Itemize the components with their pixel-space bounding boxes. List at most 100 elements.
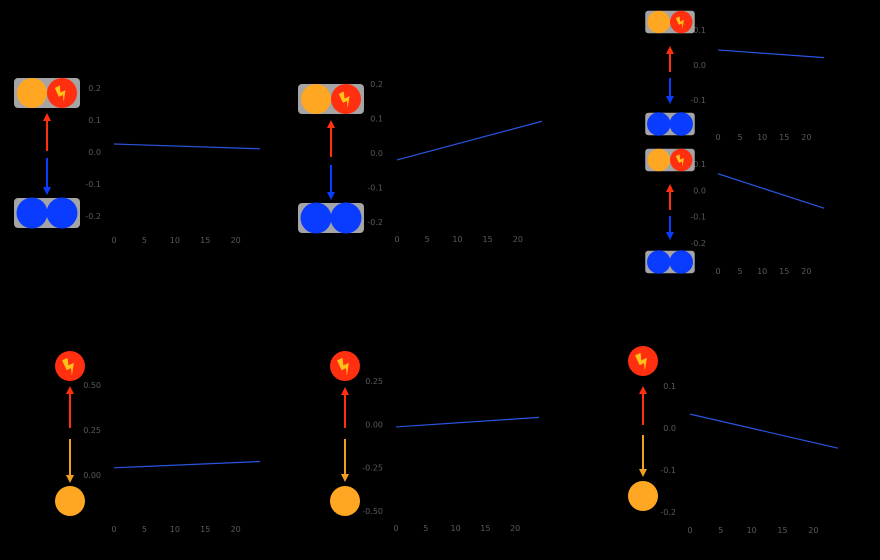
x-tick-label: 10 — [757, 133, 767, 142]
up-arrow-head — [666, 184, 674, 192]
up-arrow-head — [66, 386, 74, 394]
y-tick-label: -0.50 — [362, 507, 383, 516]
series-line — [689, 413, 839, 449]
lightning-bolt-icon — [675, 154, 684, 167]
x-tick-label: 0 — [687, 526, 692, 535]
x-tick-label: 20 — [808, 526, 818, 535]
y-tick-label: 0.25 — [365, 377, 383, 386]
y-tick-label: 0.1 — [88, 116, 101, 125]
orange-circle-icon — [301, 84, 331, 114]
down-arrow-head — [66, 475, 74, 483]
y-tick-label: -0.1 — [660, 466, 676, 475]
blue-circle-icon — [669, 112, 693, 136]
y-tick-label: 0.00 — [365, 420, 383, 429]
x-tick-label: 5 — [425, 235, 430, 244]
lightning-bolt-icon — [338, 91, 350, 108]
x-tick-label: 5 — [142, 525, 147, 534]
x-tick-label: 15 — [200, 236, 210, 245]
legend-icons — [55, 351, 85, 516]
lightning-bolt-icon — [62, 357, 74, 376]
y-tick-label: 0.1 — [663, 382, 676, 391]
x-tick-label: 20 — [231, 236, 241, 245]
up-arrow-head — [666, 46, 674, 54]
lightning-bolt-icon — [635, 352, 647, 371]
orange-circle-icon — [17, 78, 47, 108]
y-tick-label: -0.2 — [85, 212, 101, 221]
x-tick-label: 10 — [170, 236, 180, 245]
x-tick-label: 0 — [111, 525, 116, 534]
y-tick-label: -0.1 — [85, 180, 101, 189]
x-tick-label: 20 — [801, 267, 811, 276]
blue-circle-icon — [300, 202, 332, 234]
down-arrow-head — [43, 187, 51, 195]
legend-icons — [330, 351, 360, 516]
x-tick-label: 20 — [801, 133, 811, 142]
x-tick-label: 15 — [483, 235, 493, 244]
y-tick-label: 0.0 — [663, 424, 676, 433]
blue-circle-icon — [647, 112, 671, 136]
x-tick-label: 15 — [480, 524, 490, 533]
lightning-bolt-icon — [54, 85, 66, 102]
x-tick-label: 20 — [513, 235, 523, 244]
series-line — [717, 173, 825, 209]
y-tick-label: -0.25 — [362, 464, 383, 473]
lightning-bolt-icon — [337, 357, 349, 376]
legend-icons — [628, 346, 658, 511]
y-tick-label: -0.1 — [367, 184, 383, 193]
y-tick-label: -0.1 — [690, 213, 706, 222]
legend-icons — [14, 78, 80, 229]
y-tick-label: 0.0 — [693, 61, 706, 70]
y-tick-label: -0.2 — [690, 239, 706, 248]
y-tick-label: 0.00 — [83, 471, 101, 480]
chart-panel-4: 0.1 0.0 -0.1 -0.2 0 5 10 15 20 — [645, 148, 825, 276]
down-arrow-head — [639, 469, 647, 477]
x-tick-label: 10 — [450, 524, 460, 533]
up-arrow-head — [43, 113, 51, 121]
x-tick-label: 0 — [715, 133, 720, 142]
x-tick-label: 5 — [738, 267, 743, 276]
x-tick-label: 20 — [510, 524, 520, 533]
y-tick-label: -0.2 — [367, 218, 383, 227]
x-tick-label: 15 — [200, 525, 210, 534]
y-tick-label: 0.2 — [370, 80, 383, 89]
down-arrow-head — [666, 96, 674, 104]
series-line — [395, 416, 540, 428]
legend-icons — [298, 84, 364, 234]
x-tick-label: 0 — [715, 267, 720, 276]
y-tick-label: -0.1 — [690, 96, 706, 105]
blue-circle-icon — [46, 197, 78, 229]
down-arrow-head — [666, 232, 674, 240]
x-tick-label: 0 — [111, 236, 116, 245]
x-tick-label: 20 — [231, 525, 241, 534]
y-tick-label: 0.0 — [693, 186, 706, 195]
x-tick-label: 0 — [394, 235, 399, 244]
x-tick-label: 10 — [757, 267, 767, 276]
x-tick-label: 15 — [779, 267, 789, 276]
x-tick-label: 5 — [423, 524, 428, 533]
legend-icons — [645, 148, 695, 274]
y-tick-label: 0.1 — [693, 160, 706, 169]
orange-circle-icon — [55, 486, 85, 516]
x-tick-label: 10 — [170, 525, 180, 534]
down-arrow-head — [341, 474, 349, 482]
orange-circle-icon — [647, 148, 670, 172]
x-tick-label: 10 — [747, 526, 757, 535]
y-tick-label: -0.2 — [660, 508, 676, 517]
up-arrow-head — [341, 387, 349, 395]
series-line — [396, 120, 543, 161]
y-tick-label: 0.25 — [83, 426, 101, 435]
down-arrow-head — [327, 192, 335, 200]
y-tick-label: 0.1 — [693, 26, 706, 35]
x-tick-label: 5 — [142, 236, 147, 245]
x-tick-label: 15 — [777, 526, 787, 535]
series-line — [717, 49, 825, 59]
y-tick-label: 0.2 — [88, 84, 101, 93]
x-tick-label: 15 — [779, 133, 789, 142]
x-tick-label: 10 — [452, 235, 462, 244]
orange-circle-icon — [628, 481, 658, 511]
